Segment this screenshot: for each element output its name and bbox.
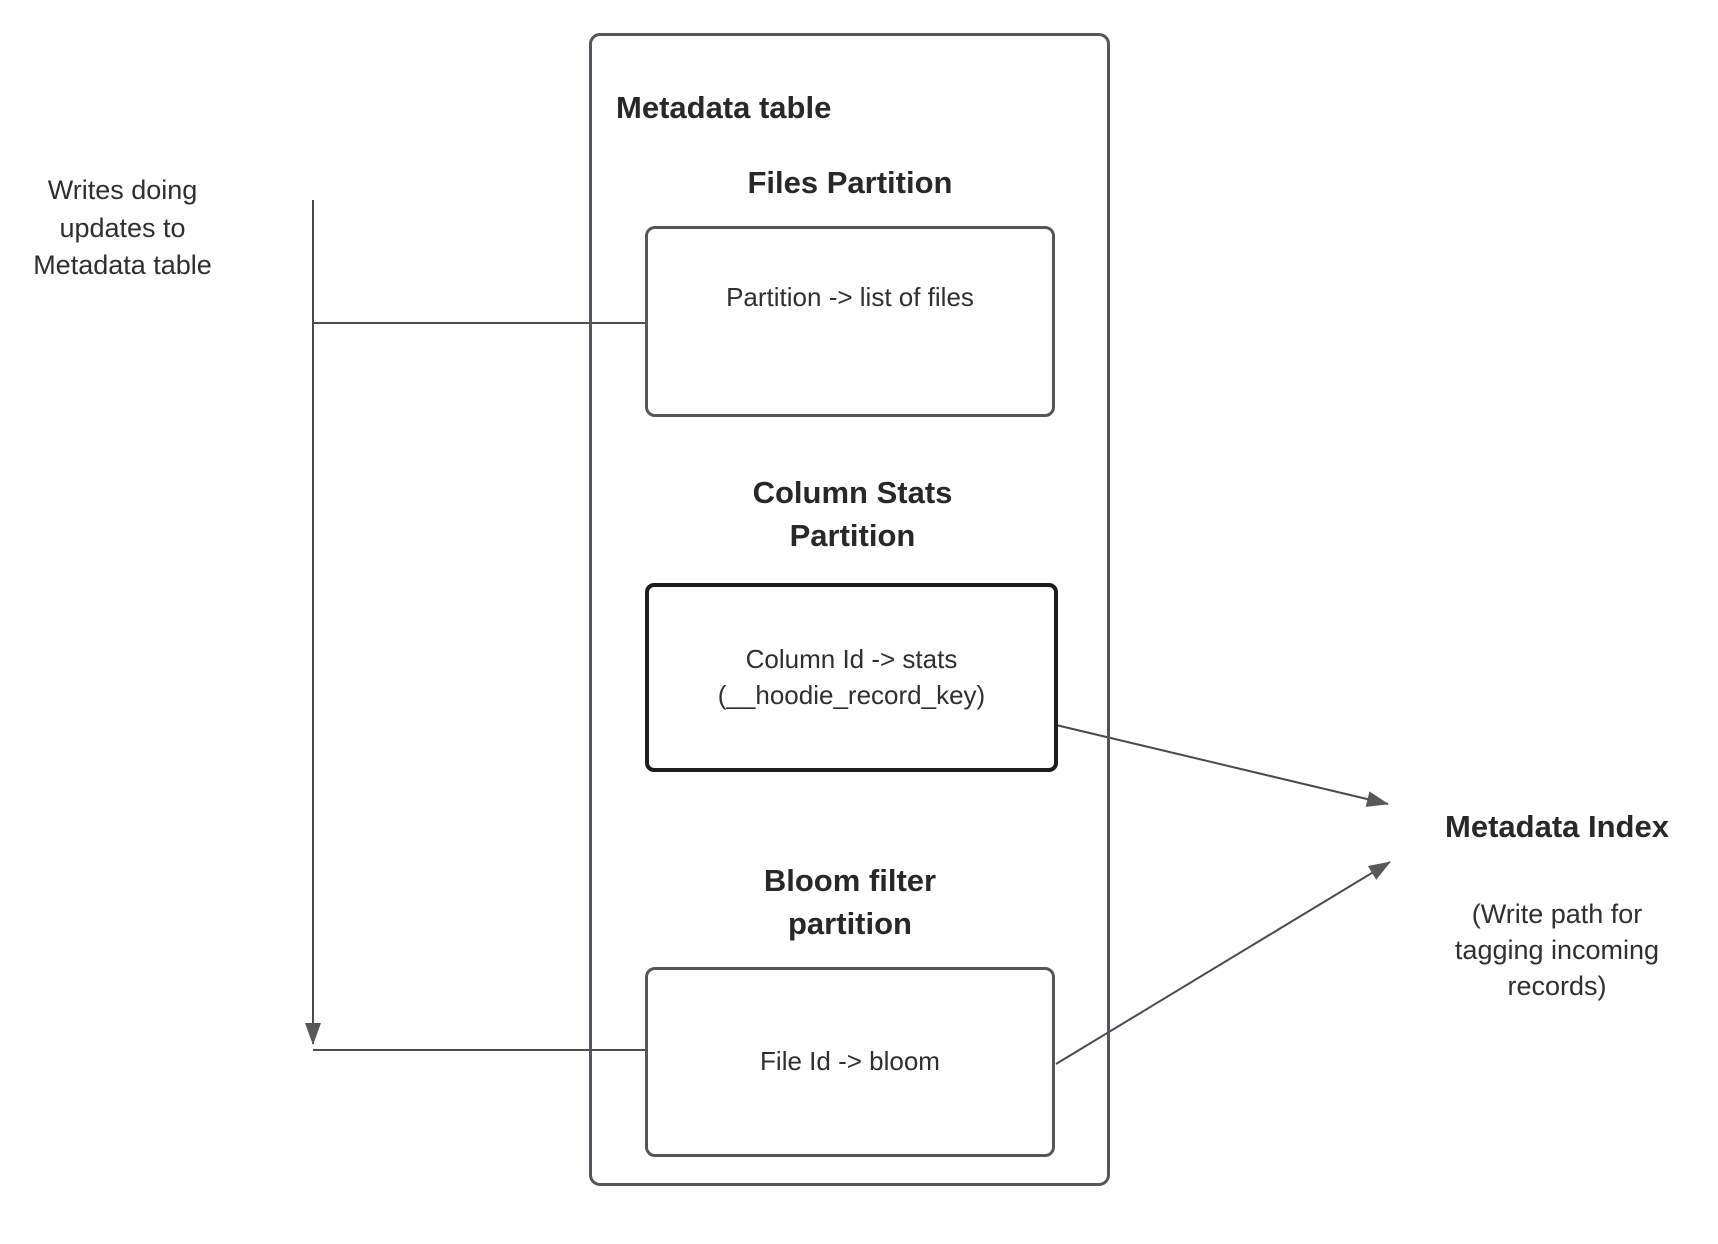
metadata-table-container: Metadata table bbox=[589, 33, 1110, 1186]
bloom-filter-partition-box: File Id -> bloom bbox=[645, 967, 1055, 1157]
bloom-to-metadata-index-arrow bbox=[1055, 861, 1391, 1065]
column-stats-partition-box-text: Column Id -> stats (__hoodie_record_key) bbox=[717, 644, 986, 710]
bloom-filter-partition-heading: Bloom filter partition bbox=[763, 863, 937, 941]
files-partition-box-text: Partition -> list of files bbox=[726, 281, 974, 312]
files-partition-box: Partition -> list of files bbox=[645, 226, 1055, 417]
metadata-index-title: Metadata Index bbox=[1445, 809, 1669, 844]
column-stats-partition-heading: Column Stats Partition bbox=[752, 475, 953, 553]
column-stats-partition-box: Column Id -> stats (__hoodie_record_key) bbox=[645, 583, 1058, 772]
writes-annotation: Writes doing updates to Metadata table bbox=[33, 175, 212, 281]
bloom-filter-partition-box-text: File Id -> bloom bbox=[760, 1046, 940, 1077]
column-stats-to-metadata-index-arrow bbox=[1055, 724, 1389, 807]
metadata-table-title: Metadata table bbox=[616, 90, 832, 125]
files-partition-heading: Files Partition bbox=[747, 165, 953, 200]
metadata-index-caption: (Write path for tagging incoming records… bbox=[1454, 899, 1660, 1001]
